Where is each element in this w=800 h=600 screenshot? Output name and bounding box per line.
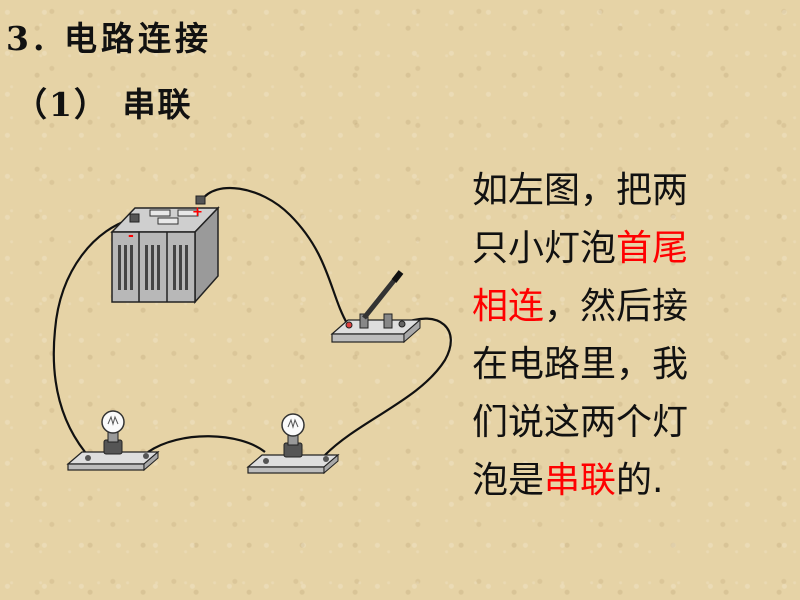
description-segment: 如左图，把两 [472,170,689,211]
description-segment: 只小灯泡 [472,228,617,269]
description-line: 只小灯泡首尾 [472,220,772,278]
battery-negative-label: - [128,228,134,244]
slide-title: 3. 电路连接 [6,19,212,58]
highlighted-text: 首尾 [616,228,689,269]
bulb-icon [66,410,160,472]
description-segment: 在电路里，我 [472,344,689,385]
battery-positive-terminal [195,195,206,205]
battery-negative-terminal [129,213,140,223]
bulb-icon [246,413,340,475]
description-segment: 们说这两个灯 [472,402,689,443]
description-line: 泡是串联的. [472,452,772,510]
description-segment: 的. [616,460,664,501]
wire-switch-to-bulb2 [324,317,452,456]
circuit-wires [52,186,452,456]
slide-subtitle: （1） 串联 [14,85,193,124]
description-line: 们说这两个灯 [472,394,772,452]
description-line: 相连，然后接 [472,278,772,336]
wire-battery-neg-to-bulb1 [52,216,136,453]
description-segment: 泡是 [472,460,545,501]
wire-battery-pos-to-switch [201,186,349,326]
description-text: 如左图，把两只小灯泡首尾相连，然后接在电路里，我们说这两个灯泡是串联的. [472,162,772,510]
battery-positive-label: + [192,205,203,220]
highlighted-text: 相连 [472,286,545,327]
description-segment: ，然后接 [544,286,689,327]
description-line: 在电路里，我 [472,336,772,394]
highlighted-text: 串联 [544,460,617,501]
description-line: 如左图，把两 [472,162,772,220]
battery-icon: + - [110,195,220,304]
switch-icon [330,270,422,344]
wire-bulb1-to-bulb2 [147,435,266,453]
